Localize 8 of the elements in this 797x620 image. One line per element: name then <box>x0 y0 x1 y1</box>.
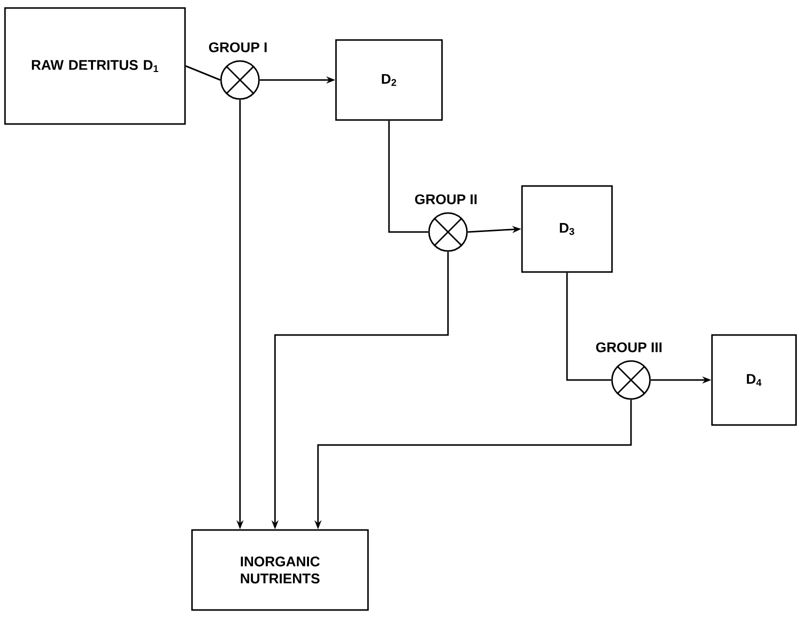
process-box: D$_{4}$ <box>711 334 797 426</box>
group-label: GROUP I <box>209 42 267 52</box>
process-box: D$_{3}$ <box>521 185 613 273</box>
process-box: INORGANIC NUTRIENTS <box>191 529 369 611</box>
group-label: GROUP III <box>596 342 662 352</box>
process-box: D$_{2}$ <box>335 39 443 121</box>
process-box: RAW DETRITUS D$_{1}$ <box>4 7 186 125</box>
group-label: GROUP II <box>415 194 477 204</box>
